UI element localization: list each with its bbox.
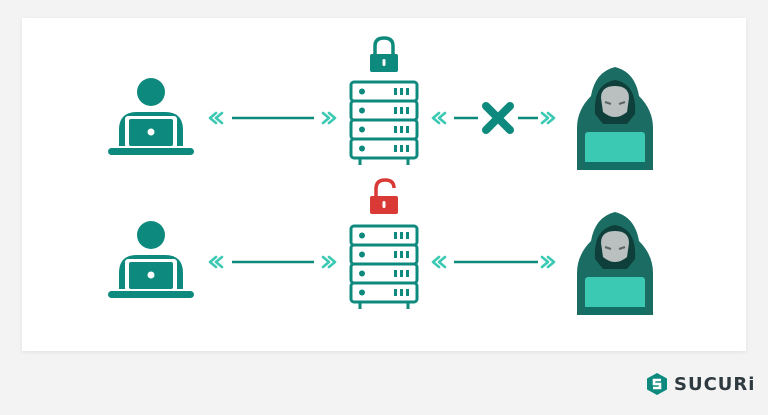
chevron-left-icon: [208, 255, 224, 269]
row-protected: [108, 36, 654, 171]
unlocked-padlock-icon: [370, 178, 398, 214]
row-unprotected: [108, 178, 654, 316]
sucuri-logo-icon: [647, 373, 667, 395]
connection-user-server: [208, 255, 337, 269]
chevron-right-icon: [540, 111, 556, 125]
hacker-icon: [576, 66, 654, 171]
blocked-x-icon: [482, 102, 514, 134]
chevron-left-icon: [431, 255, 447, 269]
server-icon: [349, 80, 419, 167]
connection-user-server: [208, 111, 337, 125]
user-laptop-icon: [108, 221, 194, 298]
chevron-left-icon: [208, 111, 224, 125]
chevron-right-icon: [321, 255, 337, 269]
chevron-right-icon: [321, 111, 337, 125]
user-laptop-icon: [108, 78, 194, 155]
chevron-right-icon: [540, 255, 556, 269]
connection-server-attacker-open: [431, 255, 556, 269]
hacker-icon: [576, 211, 654, 316]
chevron-left-icon: [431, 111, 447, 125]
sucuri-logo: SUCURi: [646, 371, 755, 397]
locked-padlock-icon: [370, 36, 398, 72]
connection-server-attacker-blocked: [431, 102, 556, 134]
brand-name: SUCURi: [674, 373, 756, 395]
server-icon: [349, 224, 419, 311]
